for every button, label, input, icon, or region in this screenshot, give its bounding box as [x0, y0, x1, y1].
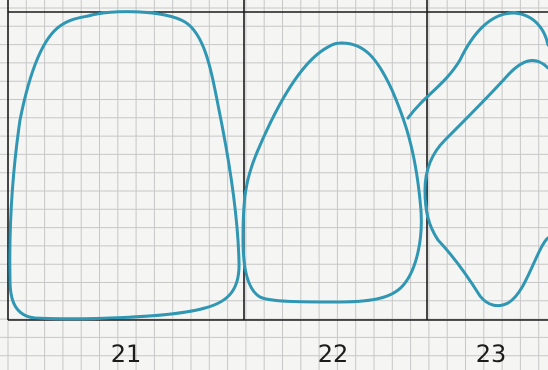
tooth-23-outer-outline — [406, 11, 548, 120]
major-grid — [7, 0, 548, 321]
tooth-23-label: 23 — [476, 340, 507, 368]
tooth-21-label: 21 — [111, 340, 142, 368]
tooth-21-outline — [8, 10, 241, 321]
tooth-23-inner-outline — [423, 59, 548, 308]
tooth-22-outline — [241, 41, 423, 304]
tooth-22-label: 22 — [318, 340, 349, 368]
